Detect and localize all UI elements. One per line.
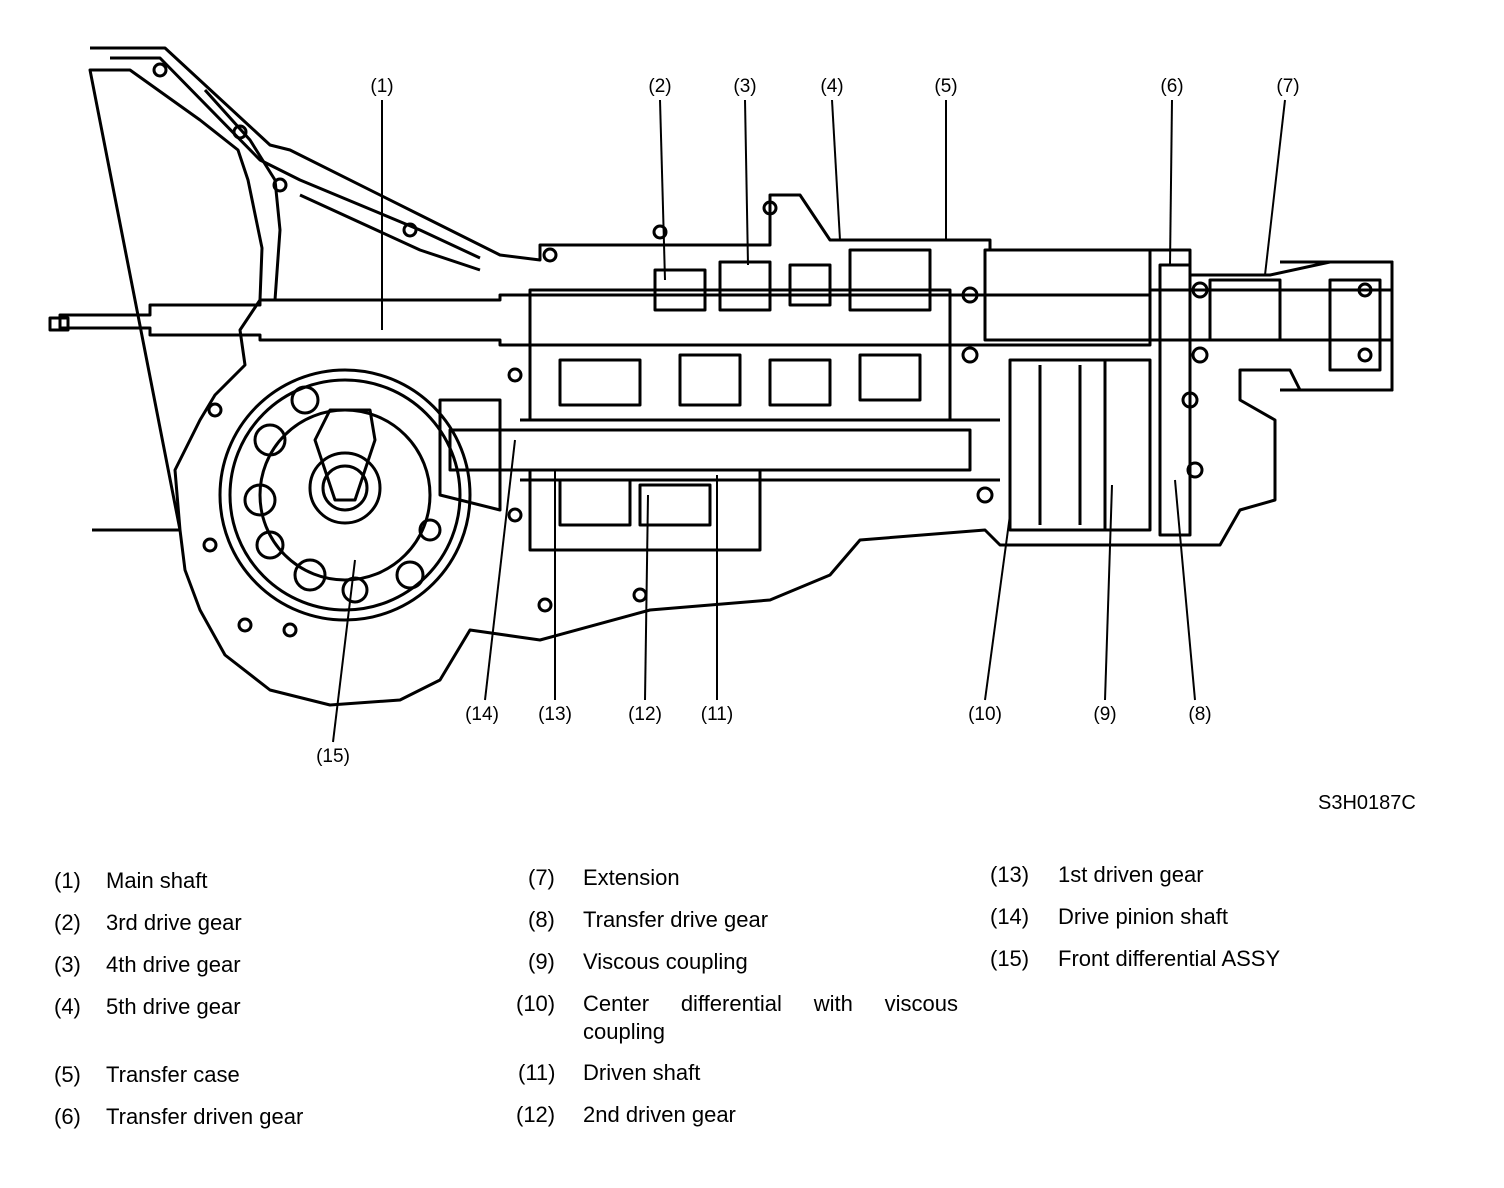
legend-number: (8) <box>528 907 555 932</box>
legend-label: 1st driven gear <box>1058 862 1204 887</box>
driven-shaft <box>448 428 972 472</box>
legend-item: (10) Center differential with viscous co… <box>516 990 961 1050</box>
legend-label: Viscous coupling <box>583 949 748 974</box>
transmission-cross-section-drawing <box>48 46 1394 743</box>
legend-number: (2) <box>54 910 81 935</box>
legend-number: (14) <box>990 904 1030 929</box>
legend-label: Transfer case <box>106 1062 240 1087</box>
legend-number: (6) <box>54 1104 81 1129</box>
callout-11: (11) <box>700 704 734 725</box>
legend-number: (4) <box>54 994 81 1019</box>
legend-label: 3rd drive gear <box>106 910 242 935</box>
callout-9: (9) <box>1093 704 1117 725</box>
legend-label: Main shaft <box>106 868 208 893</box>
bellhousing-outline <box>88 46 1394 707</box>
legend-number: (5) <box>54 1062 81 1087</box>
legend-label: Driven shaft <box>583 1060 701 1085</box>
callout-3: (3) <box>733 76 757 97</box>
legend-number: (13) <box>990 862 1030 887</box>
figure-code: S3H0187C <box>1318 792 1416 814</box>
legend-number: (1) <box>54 868 81 893</box>
legend-label: Front differential ASSY <box>1058 946 1281 971</box>
legend-label: Drive pinion shaft <box>1058 904 1228 929</box>
callout-5: (5) <box>934 76 958 97</box>
callout-1: (1) <box>370 76 394 97</box>
callout-13: (13) <box>538 704 572 725</box>
legend-number: (12) <box>516 1102 556 1127</box>
callout-12: (12) <box>628 704 662 725</box>
legend-label: Transfer drive gear <box>583 907 769 932</box>
legend-number: (3) <box>54 952 81 977</box>
front-differential-outer <box>218 368 472 622</box>
legend-label: 5th drive gear <box>106 994 241 1019</box>
callout-15: (15) <box>316 746 350 767</box>
callout-10: (10) <box>968 704 1002 725</box>
legend-label: Transfer driven gear <box>106 1104 304 1129</box>
legend-label: 2nd driven gear <box>583 1102 736 1127</box>
legend-number: (7) <box>528 865 555 890</box>
callout-4: (4) <box>820 76 844 97</box>
legend-number: (15) <box>990 946 1030 971</box>
callout-2: (2) <box>648 76 672 97</box>
legend-label: 4th drive gear <box>106 952 241 977</box>
legend-number: (10) <box>516 991 556 1016</box>
callout-14: (14) <box>465 704 499 725</box>
legend-number: (9) <box>528 949 555 974</box>
callout-7: (7) <box>1276 76 1300 97</box>
callout-6: (6) <box>1160 76 1184 97</box>
legend-label: Center differential with viscous couplin… <box>583 991 958 1044</box>
callout-8: (8) <box>1188 704 1212 725</box>
legend-label: Extension <box>583 865 680 890</box>
legend-number: (11) <box>518 1060 556 1085</box>
